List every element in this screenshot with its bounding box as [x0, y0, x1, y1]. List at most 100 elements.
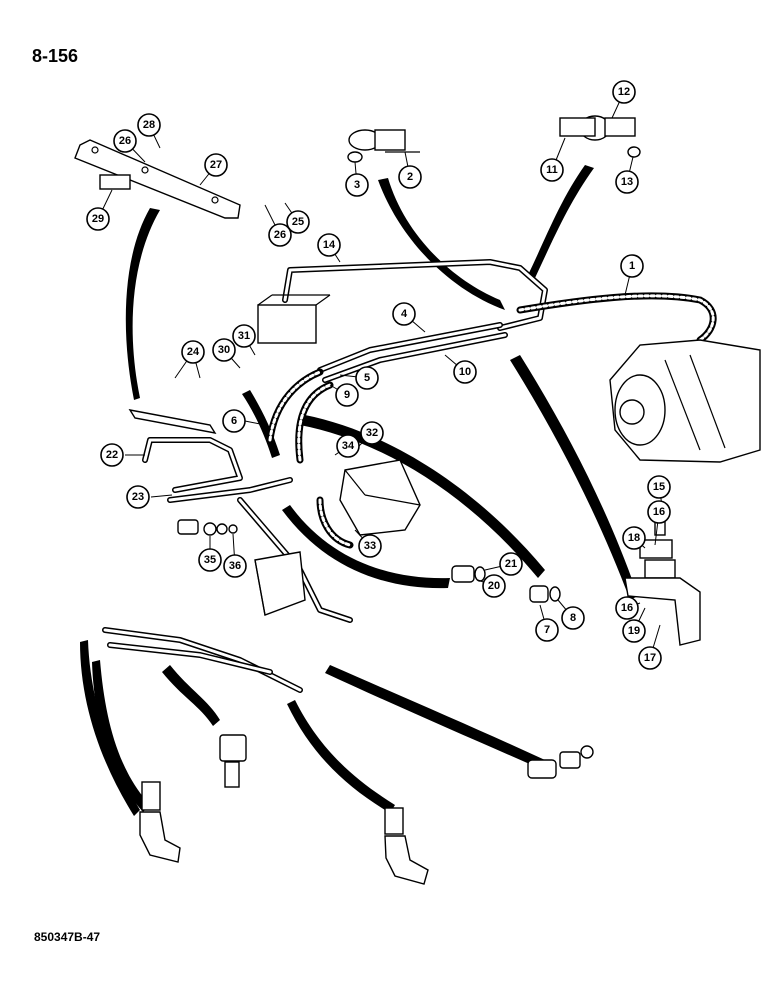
svg-text:35: 35 [204, 554, 216, 566]
svg-text:34: 34 [342, 440, 355, 452]
swoosh-fitting-2 [378, 178, 505, 310]
svg-text:21: 21 [505, 558, 517, 570]
fittings-7-8-20-21 [451, 565, 561, 603]
bracket-30 [254, 551, 306, 616]
callout-19: 19 [622, 619, 646, 643]
svg-text:25: 25 [292, 216, 304, 228]
swoosh-lower-5 [325, 665, 545, 769]
svg-text:1: 1 [629, 260, 635, 272]
callout-5: 5 [355, 366, 379, 390]
callouts: 1 2 3 4 5 6 7 8 9 10 11 12 13 14 15 16 1… [86, 80, 671, 670]
svg-text:33: 33 [364, 540, 376, 552]
svg-text:11: 11 [546, 164, 558, 176]
braided-hoses [266, 292, 717, 549]
callout-13: 13 [615, 170, 639, 194]
svg-text:9: 9 [344, 389, 350, 401]
callout-21: 21 [499, 552, 523, 576]
swoosh-lower-4 [287, 700, 395, 813]
rigid-tubes [102, 259, 548, 693]
svg-text:17: 17 [644, 652, 656, 664]
callout-10: 10 [453, 360, 477, 384]
bracket-22-23 [128, 409, 217, 434]
swoosh-lower-1 [80, 640, 140, 816]
callout-1: 1 [620, 254, 644, 278]
svg-text:8: 8 [570, 612, 576, 624]
svg-text:32: 32 [366, 427, 378, 439]
svg-text:28: 28 [143, 119, 155, 131]
callout-9: 9 [335, 383, 359, 407]
callout-12: 12 [612, 80, 636, 104]
callout-14: 14 [317, 233, 341, 257]
callout-34: 34 [336, 434, 360, 458]
svg-text:5: 5 [364, 372, 370, 384]
swoosh-lower-3 [162, 665, 220, 726]
callout-27: 27 [204, 153, 228, 177]
svg-text:10: 10 [459, 366, 471, 378]
callout-26-right: 26 [268, 223, 292, 247]
manifold-34 [339, 459, 421, 536]
callout-33: 33 [358, 534, 382, 558]
svg-text:30: 30 [218, 344, 230, 356]
callout-18: 18 [622, 526, 646, 550]
callout-11: 11 [540, 158, 564, 182]
callout-31: 31 [232, 324, 256, 348]
svg-text:20: 20 [488, 580, 500, 592]
svg-text:36: 36 [229, 560, 241, 572]
svg-text:24: 24 [187, 346, 200, 358]
swoosh-fitting-11 [528, 165, 594, 278]
callout-16-lower: 16 [615, 596, 639, 620]
page-number: 8-156 [32, 46, 79, 66]
svg-text:12: 12 [618, 86, 630, 98]
callout-32: 32 [360, 421, 384, 445]
svg-text:16: 16 [653, 506, 665, 518]
fittings-35-36 [177, 519, 238, 536]
svg-text:14: 14 [323, 239, 336, 251]
callout-35: 35 [198, 548, 222, 572]
callout-28: 28 [137, 113, 161, 137]
swoosh-clamp-17 [510, 355, 638, 600]
svg-text:15: 15 [653, 481, 665, 493]
svg-text:16: 16 [621, 602, 633, 614]
svg-text:13: 13 [621, 176, 633, 188]
callout-17: 17 [638, 646, 662, 670]
callout-8: 8 [561, 606, 585, 630]
bracket-27 [74, 139, 241, 219]
figure-code: 850347B-47 [34, 930, 101, 944]
fitting-11-12-13 [559, 115, 641, 158]
callout-4: 4 [392, 302, 416, 326]
swoosh-fitting-20 [282, 505, 450, 589]
svg-text:26: 26 [119, 135, 131, 147]
callout-7: 7 [535, 618, 559, 642]
leader-swooshes [80, 165, 638, 816]
svg-text:29: 29 [92, 213, 104, 225]
svg-text:7: 7 [544, 624, 550, 636]
callout-30: 30 [212, 338, 236, 362]
svg-text:3: 3 [354, 179, 360, 191]
svg-text:27: 27 [210, 159, 222, 171]
svg-text:4: 4 [401, 308, 408, 320]
swoosh-bracket-27 [125, 208, 160, 400]
callout-6: 6 [222, 409, 246, 433]
callout-29: 29 [86, 207, 110, 231]
svg-text:6: 6 [231, 415, 237, 427]
svg-text:22: 22 [106, 449, 118, 461]
valve-block [257, 294, 331, 344]
callout-36: 36 [223, 554, 247, 578]
swoosh-lower-2 [92, 660, 150, 812]
pump [609, 339, 761, 463]
svg-text:26: 26 [274, 229, 286, 241]
svg-text:19: 19 [628, 625, 640, 637]
svg-text:31: 31 [238, 330, 250, 342]
callout-3: 3 [345, 173, 369, 197]
svg-text:23: 23 [132, 491, 144, 503]
callout-2: 2 [398, 165, 422, 189]
callout-15: 15 [647, 475, 671, 499]
svg-text:18: 18 [628, 532, 640, 544]
callout-16-upper: 16 [647, 500, 671, 524]
callout-20: 20 [482, 574, 506, 598]
lower-fittings [139, 734, 594, 885]
callout-26-left: 26 [113, 129, 137, 153]
callout-25: 25 [286, 210, 310, 234]
callout-23: 23 [126, 485, 150, 509]
